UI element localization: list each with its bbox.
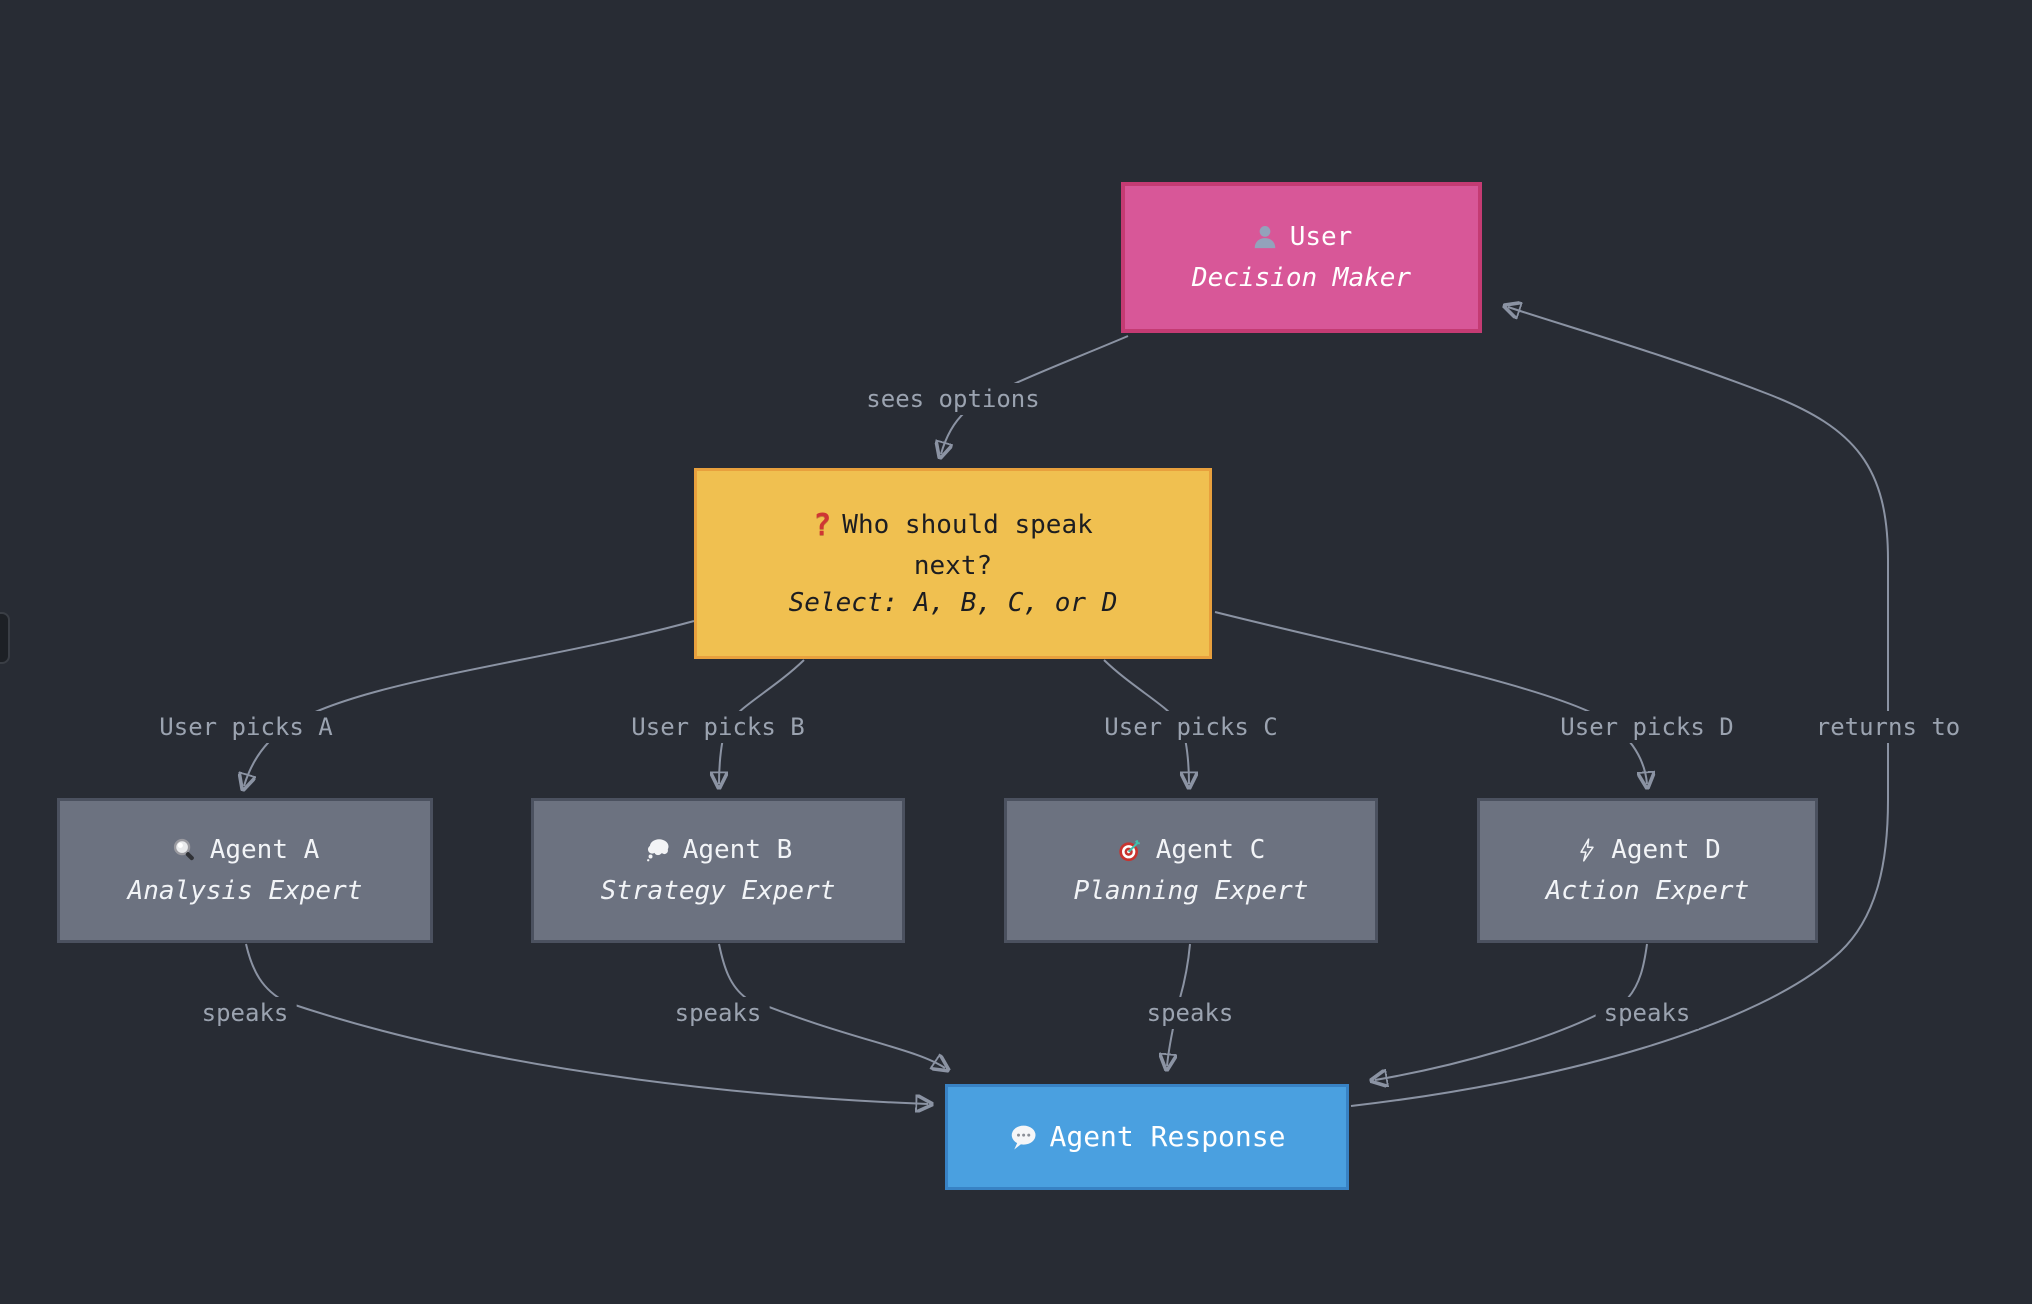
- node-agent-b-subtitle: Strategy Expert: [600, 875, 836, 906]
- lightning-bolt-icon: [1574, 837, 1600, 863]
- edge-label-user-picks-a: User picks A: [151, 711, 341, 743]
- node-agent-c-title: Agent C: [1155, 835, 1266, 866]
- edge-response-to-user: [1350, 307, 1889, 1107]
- edge-label-speaks-b: speaks: [666, 997, 770, 1029]
- edge-agent-d-to-response: [1375, 943, 1648, 1080]
- edge-question-to-agent-d: [1214, 611, 1647, 784]
- node-question: ? Who should speak next? Select: A, B, C…: [694, 468, 1212, 659]
- edge-agent-a-to-response: [245, 943, 928, 1104]
- edge-label-user-picks-b: User picks B: [623, 711, 813, 743]
- node-agent-a-title: Agent A: [209, 835, 320, 866]
- node-agent-c: Agent C Planning Expert: [1004, 798, 1378, 943]
- edge-label-sees-options: sees options: [858, 383, 1048, 415]
- edge-label-speaks-d: speaks: [1595, 997, 1699, 1029]
- speech-balloon-icon: [1008, 1122, 1038, 1152]
- edge-question-to-agent-a: [244, 620, 695, 786]
- red-question-mark-icon: ?: [813, 508, 832, 544]
- node-agent-d-subtitle: Action Expert: [1545, 875, 1750, 906]
- edge-agent-b-to-response: [718, 943, 945, 1068]
- node-question-title-line2: next?: [913, 550, 993, 581]
- node-question-subtitle: Select: A, B, C, or D: [788, 588, 1118, 619]
- node-agent-a-subtitle: Analysis Expert: [127, 875, 363, 906]
- node-question-title-line1: Who should speak: [842, 509, 1093, 540]
- node-agent-b-title: Agent B: [682, 835, 793, 866]
- node-agent-d-title: Agent D: [1611, 835, 1721, 866]
- node-agent-response: Agent Response: [945, 1084, 1349, 1190]
- node-agent-d: Agent D Action Expert: [1477, 798, 1818, 943]
- magnifying-glass-icon: [171, 836, 199, 864]
- node-user-subtitle: Decision Maker: [1191, 262, 1412, 293]
- thought-balloon-icon: [644, 836, 672, 864]
- edge-label-returns-to: returns to: [1807, 711, 1969, 743]
- node-user: User Decision Maker: [1121, 182, 1482, 333]
- user-silhouette-icon: [1251, 223, 1279, 251]
- target-dart-icon: [1117, 836, 1145, 864]
- edge-label-speaks-a: speaks: [193, 997, 297, 1029]
- edge-label-user-picks-c: User picks C: [1096, 711, 1286, 743]
- node-agent-a: Agent A Analysis Expert: [57, 798, 433, 943]
- edge-label-user-picks-d: User picks D: [1552, 711, 1742, 743]
- node-user-title: User: [1289, 222, 1353, 253]
- node-agent-c-subtitle: Planning Expert: [1073, 875, 1309, 906]
- edge-label-speaks-c: speaks: [1138, 997, 1242, 1029]
- node-agent-b: Agent B Strategy Expert: [531, 798, 905, 943]
- left-edge-artifact: [0, 612, 10, 664]
- node-agent-response-title: Agent Response: [1049, 1120, 1286, 1154]
